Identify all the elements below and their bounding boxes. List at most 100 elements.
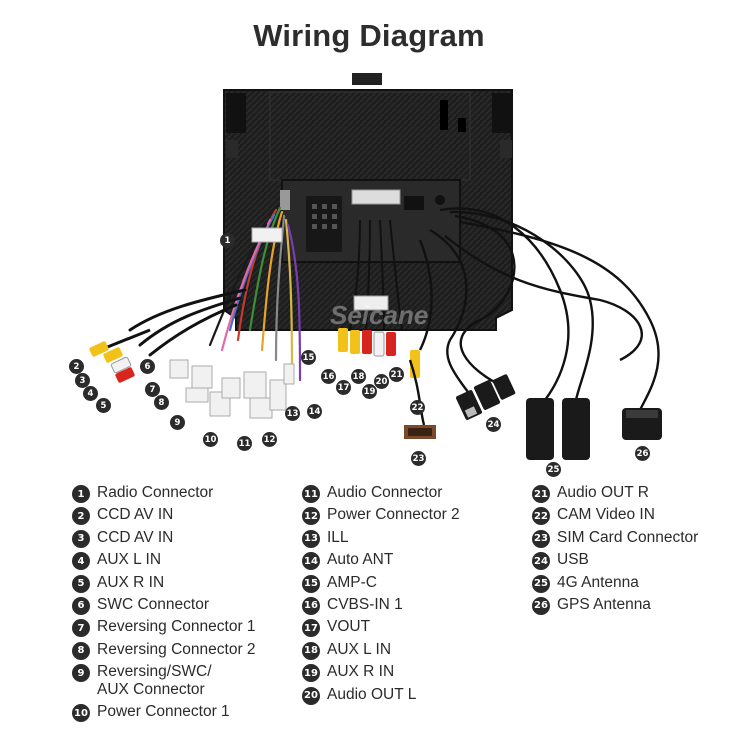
legend-number: 10	[72, 704, 90, 723]
legend-label: Power Connector 1	[97, 703, 230, 721]
legend-item: 10 Power Connector 1	[72, 703, 256, 725]
legend-number: 4	[72, 552, 90, 571]
callout-10: 10	[203, 432, 218, 447]
callout-12: 12	[262, 432, 277, 447]
page-title: Wiring Diagram	[253, 18, 485, 53]
legend-number: 3	[72, 529, 90, 548]
legend-number: 16	[302, 596, 320, 615]
legend-number: 5	[72, 574, 90, 593]
callout-20: 20	[374, 374, 389, 389]
legend-label: 4G Antenna	[557, 573, 639, 591]
legend-number: 7	[72, 619, 90, 638]
callout-11: 11	[237, 436, 252, 451]
callout-2: 2	[69, 359, 84, 374]
legend-item: 22 CAM Video IN	[532, 506, 698, 528]
callout-24: 24	[486, 417, 501, 432]
rca-plugs-center	[338, 219, 420, 378]
callout-17: 17	[336, 380, 351, 395]
legend-number: 18	[302, 641, 320, 660]
callout-8: 8	[154, 395, 169, 410]
legend-label: AUX R IN	[97, 573, 165, 591]
callout-6: 6	[140, 359, 155, 374]
legend-label: Audio Connector	[327, 484, 443, 501]
legend-label: SWC Connector	[97, 595, 209, 613]
legend-label: CVBS-IN 1	[327, 595, 403, 613]
legend-label: GPS Antenna	[557, 595, 651, 613]
legend-number: 2	[72, 507, 90, 526]
legend-item: 24 USB	[532, 551, 698, 573]
antenna-usb-cables	[408, 207, 660, 426]
legend-item: 13 ILL	[302, 529, 460, 551]
callout-7: 7	[145, 382, 160, 397]
callout-14: 14	[307, 404, 322, 419]
legend-label: CCD AV IN	[97, 528, 174, 546]
legend-item: 7 Reversing Connector 1	[72, 618, 256, 640]
legend-label: Radio Connector	[97, 484, 214, 501]
legend-item: 21 Audio OUT R	[532, 484, 698, 506]
legend-number: 21	[532, 485, 550, 503]
legend-label: Auto ANT	[327, 551, 394, 569]
legend-number: 20	[302, 686, 320, 705]
legend-item: 4 AUX L IN	[72, 551, 256, 573]
callout-3: 3	[75, 373, 90, 388]
legend-number: 24	[532, 552, 550, 571]
callout-13: 13	[285, 406, 300, 421]
usb-plugs	[456, 374, 516, 420]
legend-number: 1	[72, 485, 90, 503]
legend-label: Reversing Connector 1	[97, 618, 256, 636]
legend-label: AMP-C	[327, 573, 377, 591]
legend-item: 18 AUX L IN	[302, 641, 460, 663]
legend-number: 13	[302, 529, 320, 548]
legend-label: AUX L IN	[97, 551, 162, 569]
legend-number: 9	[72, 664, 90, 683]
legend-item: 15 AMP-C	[302, 574, 460, 596]
callout-21: 21	[389, 367, 404, 382]
sim-card-connector	[404, 425, 436, 439]
legend-number: 22	[532, 507, 550, 526]
legend-item: 14 Auto ANT	[302, 551, 460, 573]
legend-number: 15	[302, 574, 320, 593]
legend-number: 26	[532, 596, 550, 615]
callout-4: 4	[83, 386, 98, 401]
legend-label: ILL	[327, 528, 349, 546]
legend-number: 14	[302, 552, 320, 571]
legend-number: 17	[302, 619, 320, 638]
legend-label: AUX L IN	[327, 640, 392, 658]
legend-label: CAM Video IN	[557, 506, 655, 524]
legend-item: 20 Audio OUT L	[302, 686, 460, 708]
legend-item: 26 GPS Antenna	[532, 596, 698, 618]
legend-number: 23	[532, 529, 550, 548]
legend-label: VOUT	[327, 618, 371, 636]
legend-label: Audio OUT L	[327, 685, 417, 703]
white-connector-plugs	[169, 227, 295, 419]
legend-item: 17 VOUT	[302, 618, 460, 640]
watermark: Seicane	[330, 300, 428, 330]
legend-item: 1 Radio Connector	[72, 484, 256, 506]
legend-label: CCD AV IN	[97, 506, 174, 524]
gps-antenna	[622, 408, 662, 440]
legend-label: Power Connector 2	[327, 506, 460, 524]
legend-label: Audio OUT R	[557, 484, 649, 501]
4g-antennas	[526, 398, 590, 460]
callout-15: 15	[301, 350, 316, 365]
legend-label: Reversing Connector 2	[97, 640, 256, 658]
callout-25: 25	[546, 462, 561, 477]
legend-label: Reversing/SWC/ AUX Connector	[97, 663, 212, 699]
legend-item: 5 AUX R IN	[72, 574, 256, 596]
callout-16: 16	[321, 369, 336, 384]
legend-label: USB	[557, 551, 589, 569]
legend-label: AUX R IN	[327, 663, 395, 681]
legend-item: 9 Reversing/SWC/ AUX Connector	[72, 663, 256, 703]
callout-9: 9	[170, 415, 185, 430]
main-wire-harness	[128, 203, 302, 382]
wiring-diagram-illustration: Seicane	[89, 73, 662, 460]
callout-23: 23	[411, 451, 426, 466]
callout-19: 19	[362, 384, 377, 399]
